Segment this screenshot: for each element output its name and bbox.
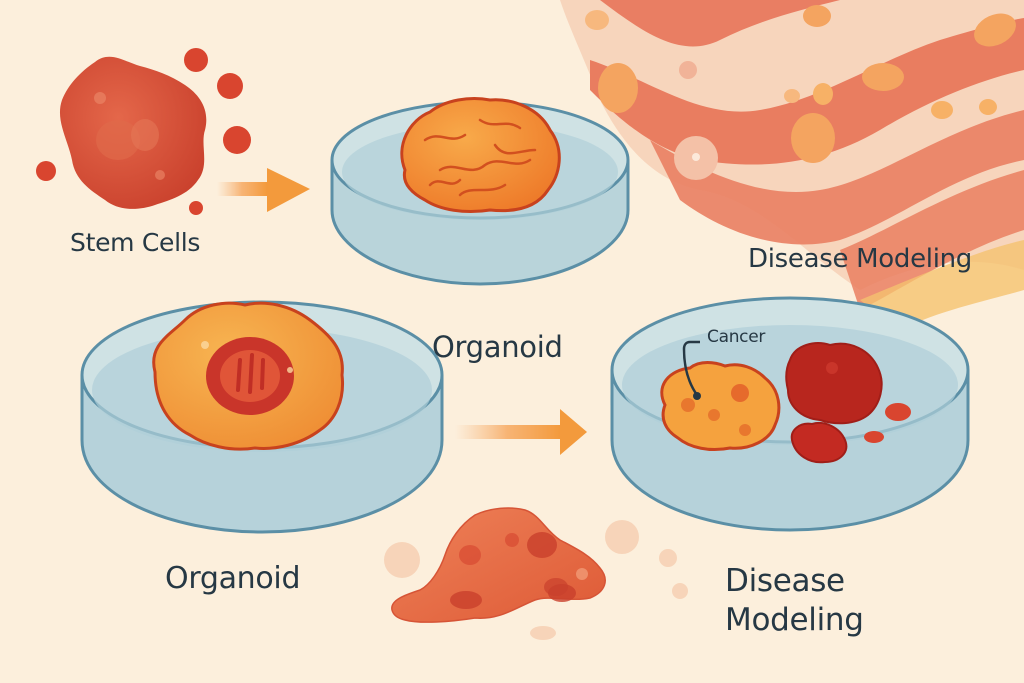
stem-cell-cluster [36,48,251,215]
cancer-callout-line [682,340,700,396]
stem-cells-label: Stem Cells [70,228,201,257]
cancer-callout-label: Cancer [707,327,766,347]
petri-dish-organoid-lumen [80,300,444,534]
organoid-bottom-label: Organoid [165,561,301,596]
arrow-1 [217,168,310,212]
tissue-blob [384,507,688,640]
tissue-background [560,0,1024,330]
petri-dish-cancer-model [610,296,970,532]
disease-modeling-bottom-label: Disease Modeling [725,563,864,638]
disease-modeling-top-label: Disease Modeling [748,244,972,274]
petri-dish-brain-organoid [330,97,630,286]
organoid-top-label: Organoid [432,330,563,364]
arrow-2 [455,409,587,455]
